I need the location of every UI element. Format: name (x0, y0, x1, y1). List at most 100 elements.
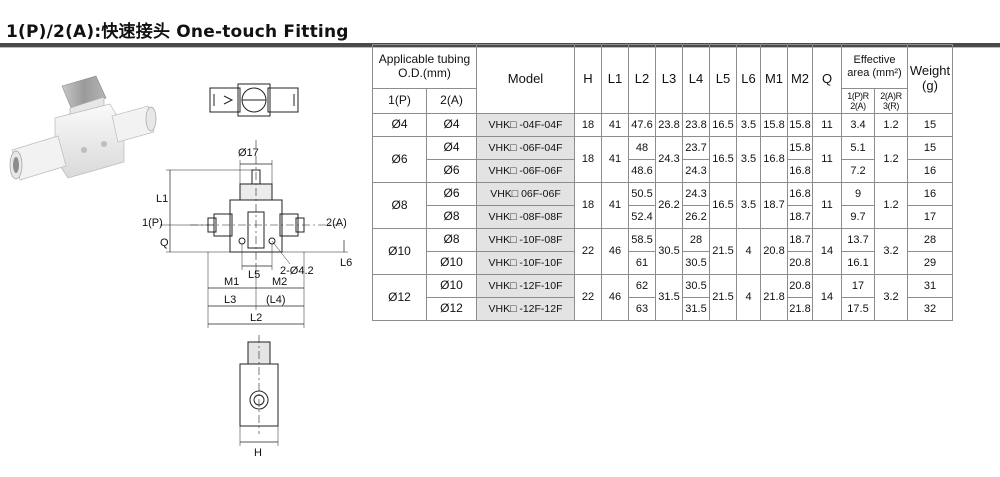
cell-M1: 21.8 (760, 274, 788, 321)
cell-area-pa: 16.1 (841, 251, 875, 275)
top-view-left-fitting (209, 87, 241, 113)
cell-L2: 61 (628, 251, 656, 275)
cell-H: 18 (574, 136, 602, 183)
cell-model: VHK□ -10F-08F (476, 228, 575, 252)
header-area-ar: 2(A)R 3(R) (874, 88, 908, 114)
header-Q: Q (812, 44, 842, 114)
cell-area-pa: 5.1 (841, 136, 875, 160)
cell-L1: 41 (601, 136, 629, 183)
cell-M2: 20.8 (787, 274, 813, 298)
cell-H: 18 (574, 182, 602, 229)
cell-M2: 15.8 (787, 113, 813, 137)
cell-L5: 21.5 (709, 274, 737, 321)
cell-M1: 15.8 (760, 113, 788, 137)
cell-model: VHK□ -12F-12F (476, 297, 575, 321)
cell-a: Ø12 (426, 297, 477, 321)
cell-a: Ø4 (426, 113, 477, 137)
dim-H-label: H (254, 447, 262, 459)
cell-a: Ø8 (426, 228, 477, 252)
port-in-label: 1(P) (142, 217, 163, 229)
cell-p: Ø12 (372, 274, 427, 321)
cell-L2: 58.5 (628, 228, 656, 252)
cell-area-ar: 3.2 (874, 228, 908, 275)
cell-a: Ø6 (426, 182, 477, 206)
cell-area-ar: 1.2 (874, 113, 908, 137)
cell-L3: 24.3 (655, 136, 683, 183)
cell-M1: 16.8 (760, 136, 788, 183)
header-weight: Weight (g) (907, 44, 953, 114)
cell-H: 22 (574, 228, 602, 275)
cell-weight: 31 (907, 274, 953, 298)
cell-model: VHK□ 06F-06F (476, 182, 575, 206)
cell-L2: 50.5 (628, 182, 656, 206)
cell-L4: 23.7 (682, 136, 710, 160)
cell-L2: 62 (628, 274, 656, 298)
cell-weight: 16 (907, 159, 953, 183)
cell-model: VHK□ -06F-04F (476, 136, 575, 160)
cell-Q: 11 (812, 113, 842, 137)
header-M2: M2 (787, 44, 813, 114)
port-out-label: 2(A) (326, 217, 347, 229)
cell-M2: 21.8 (787, 297, 813, 321)
cell-L4: 30.5 (682, 251, 710, 275)
cell-p: Ø10 (372, 228, 427, 275)
cell-L2: 52.4 (628, 205, 656, 229)
cell-p: Ø4 (372, 113, 427, 137)
cell-weight: 17 (907, 205, 953, 229)
cell-M2: 16.8 (787, 159, 813, 183)
header-L5: L5 (709, 44, 737, 114)
header-L6: L6 (736, 44, 761, 114)
cell-p: Ø8 (372, 182, 427, 229)
dim-L2-label: L2 (250, 312, 262, 324)
dim-L5-label: L5 (248, 269, 260, 281)
cell-L3: 26.2 (655, 182, 683, 229)
header-model: Model (476, 44, 575, 114)
header-area-pa: 1(P)R 2(A) (841, 88, 875, 114)
cell-model: VHK□ -04F-04F (476, 113, 575, 137)
cell-L3: 31.5 (655, 274, 683, 321)
cell-L4: 26.2 (682, 205, 710, 229)
cell-area-pa: 7.2 (841, 159, 875, 183)
cell-L6: 4 (736, 274, 761, 321)
cell-L4: 31.5 (682, 297, 710, 321)
cell-L3: 30.5 (655, 228, 683, 275)
cell-M1: 20.8 (760, 228, 788, 275)
header-L4: L4 (682, 44, 710, 114)
cell-L4: 24.3 (682, 182, 710, 206)
cell-model: VHK□ -10F-10F (476, 251, 575, 275)
header-port-a: 2(A) (426, 88, 477, 114)
header-port-p: 1(P) (372, 88, 427, 114)
cell-L4: 23.8 (682, 113, 710, 137)
cell-L1: 46 (601, 274, 629, 321)
holes-label: 2-Ø4.2 (280, 265, 314, 277)
dim-diameter-label: Ø17 (238, 147, 259, 159)
cell-area-pa: 13.7 (841, 228, 875, 252)
cell-M1: 18.7 (760, 182, 788, 229)
cell-a: Ø10 (426, 274, 477, 298)
header-L1: L1 (601, 44, 629, 114)
dim-L3-label: L3 (224, 294, 236, 306)
cell-L6: 3.5 (736, 113, 761, 137)
cell-L1: 41 (601, 182, 629, 229)
cell-model: VHK□ -06F-06F (476, 159, 575, 183)
cell-M2: 16.8 (787, 182, 813, 206)
cell-L2: 48 (628, 136, 656, 160)
cell-L1: 46 (601, 228, 629, 275)
dim-M2-label: M2 (272, 276, 287, 288)
cell-M2: 15.8 (787, 136, 813, 160)
cell-weight: 29 (907, 251, 953, 275)
spec-table: Applicable tubing O.D.(mm) Model H L1 L2… (372, 44, 953, 321)
dim-L6-label: L6 (340, 257, 352, 269)
cell-area-pa: 9 (841, 182, 875, 206)
cell-L4: 28 (682, 228, 710, 252)
cell-a: Ø8 (426, 205, 477, 229)
cell-L3: 23.8 (655, 113, 683, 137)
cell-model: VHK□ -12F-10F (476, 274, 575, 298)
top-view-right-fitting (267, 87, 299, 113)
